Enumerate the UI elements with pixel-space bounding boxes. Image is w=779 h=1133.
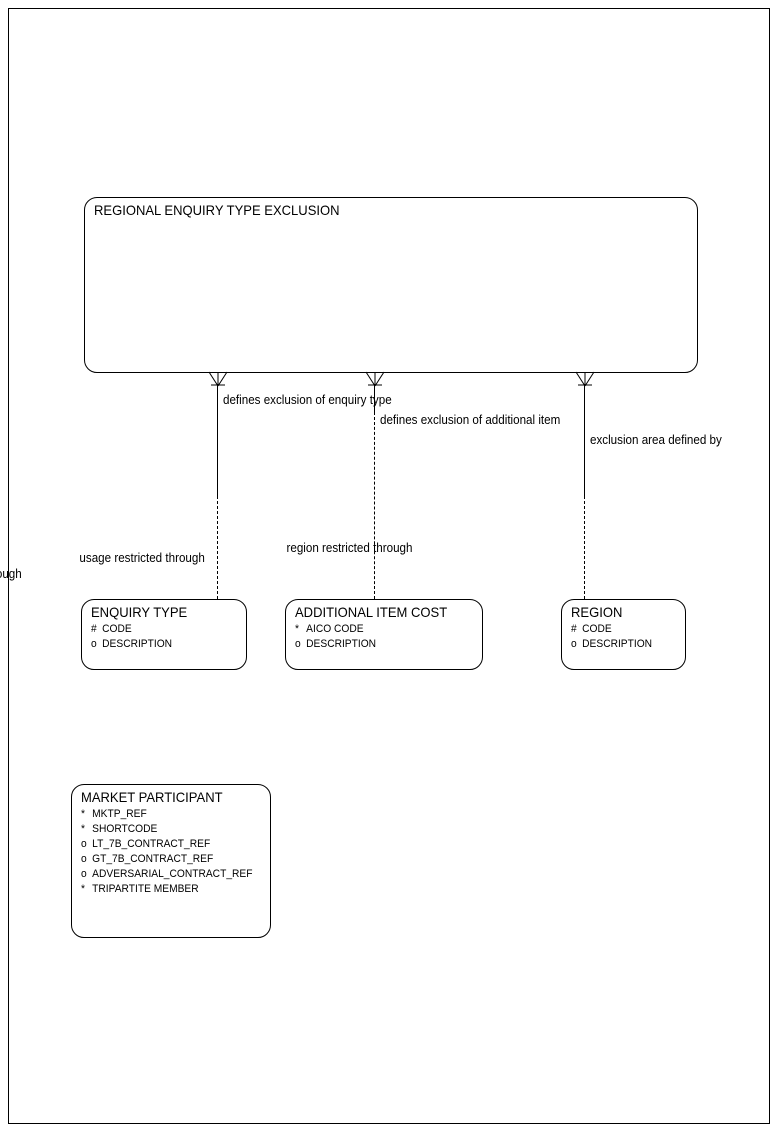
attribute-label: SHORTCODE — [92, 823, 158, 835]
relationship-line-enquiry-type-upper — [217, 384, 218, 496]
attribute-row: * AICO CODE — [295, 622, 376, 637]
entity-title: MARKET PARTICIPANT — [81, 789, 223, 805]
entity-title: ENQUIRY TYPE — [91, 604, 188, 620]
attribute-row: o GT_7B_CONTRACT_REF — [81, 852, 252, 867]
relationship-label-enquiry-restricted-through: enquiry restricted through — [0, 567, 22, 581]
entity-enquiry-type[interactable]: ENQUIRY TYPE # CODE o DESCRIPTION — [81, 599, 247, 670]
attribute-label: AICO CODE — [306, 623, 364, 635]
entity-market-participant[interactable]: MARKET PARTICIPANT * MKTP_REF * SHORTCODE … — [71, 784, 271, 938]
attribute-label: DESCRIPTION — [306, 638, 377, 650]
attribute-marker: o — [295, 638, 301, 650]
page-border — [8, 8, 770, 1124]
attribute-marker: # — [91, 623, 97, 635]
attribute-label: LT_7B_CONTRACT_REF — [92, 838, 211, 850]
attribute-marker: o — [81, 853, 87, 865]
attribute-marker: o — [91, 638, 97, 650]
entity-region[interactable]: REGION # CODE o DESCRIPTION — [561, 599, 686, 670]
crowfoot-icon-region — [575, 371, 595, 387]
attribute-row: o DESCRIPTION — [91, 637, 172, 652]
entity-regional-enquiry-type-exclusion[interactable]: REGIONAL ENQUIRY TYPE EXCLUSION — [84, 197, 698, 373]
attribute-list: # CODE o DESCRIPTION — [571, 622, 658, 652]
attribute-row: # CODE — [91, 622, 172, 637]
relationship-line-region-upper — [584, 384, 585, 496]
attribute-row: * SHORTCODE — [81, 822, 252, 837]
attribute-label: GT_7B_CONTRACT_REF — [92, 853, 214, 865]
crowfoot-icon-enquiry-type — [208, 371, 228, 387]
attribute-label: MKTP_REF — [92, 808, 147, 820]
attribute-row: * TRIPARTITE MEMBER — [81, 882, 252, 897]
attribute-marker: * — [81, 883, 85, 895]
attribute-list: * AICO CODE o DESCRIPTION — [295, 622, 382, 652]
attribute-label: DESCRIPTION — [582, 638, 653, 650]
attribute-row: * MKTP_REF — [81, 807, 252, 822]
relationship-label-exclusion-area-defined-by: exclusion area defined by — [590, 433, 722, 447]
attribute-row: # CODE — [571, 622, 652, 637]
attribute-marker: o — [81, 868, 87, 880]
attribute-marker: * — [295, 623, 299, 635]
attribute-label: DESCRIPTION — [102, 638, 173, 650]
relationship-label-defines-exclusion-of-additional-item: defines exclusion of additional item — [380, 413, 561, 427]
attribute-marker: * — [81, 823, 85, 835]
attribute-label: CODE — [102, 623, 132, 635]
attribute-row: o DESCRIPTION — [571, 637, 652, 652]
attribute-row: o DESCRIPTION — [295, 637, 376, 652]
entity-title: REGIONAL ENQUIRY TYPE EXCLUSION — [94, 202, 340, 218]
entity-title: REGION — [571, 604, 623, 620]
relationship-line-region-lower — [584, 496, 585, 599]
attribute-list: * MKTP_REF * SHORTCODE o LT_7B_CONTRACT_REF… — [81, 807, 265, 897]
relationship-label-region-restricted-through: region restricted through — [286, 541, 413, 555]
attribute-label: ADVERSARIAL_CONTRACT_REF — [92, 868, 253, 880]
relationship-label-defines-exclusion-of-enquiry-type: defines exclusion of enquiry type — [223, 393, 392, 407]
relationship-label-usage-restricted-through: usage restricted through — [79, 551, 206, 565]
relationship-line-enquiry-type-lower — [217, 496, 218, 599]
attribute-marker: # — [571, 623, 577, 635]
entity-additional-item-cost[interactable]: ADDITIONAL ITEM COST * AICO CODE o DESCRIP… — [285, 599, 483, 670]
attribute-list: # CODE o DESCRIPTION — [91, 622, 178, 652]
attribute-label: CODE — [582, 623, 612, 635]
attribute-row: o ADVERSARIAL_CONTRACT_REF — [81, 867, 252, 882]
attribute-marker: o — [571, 638, 577, 650]
attribute-marker: o — [81, 838, 87, 850]
crowfoot-icon-additional-item-cost — [365, 371, 385, 387]
attribute-marker: * — [81, 808, 85, 820]
relationship-line-additional-item-upper — [374, 384, 375, 412]
entity-title: ADDITIONAL ITEM COST — [295, 604, 448, 620]
attribute-label: TRIPARTITE MEMBER — [92, 883, 199, 895]
attribute-row: o LT_7B_CONTRACT_REF — [81, 837, 252, 852]
relationship-line-additional-item-lower — [374, 412, 375, 599]
